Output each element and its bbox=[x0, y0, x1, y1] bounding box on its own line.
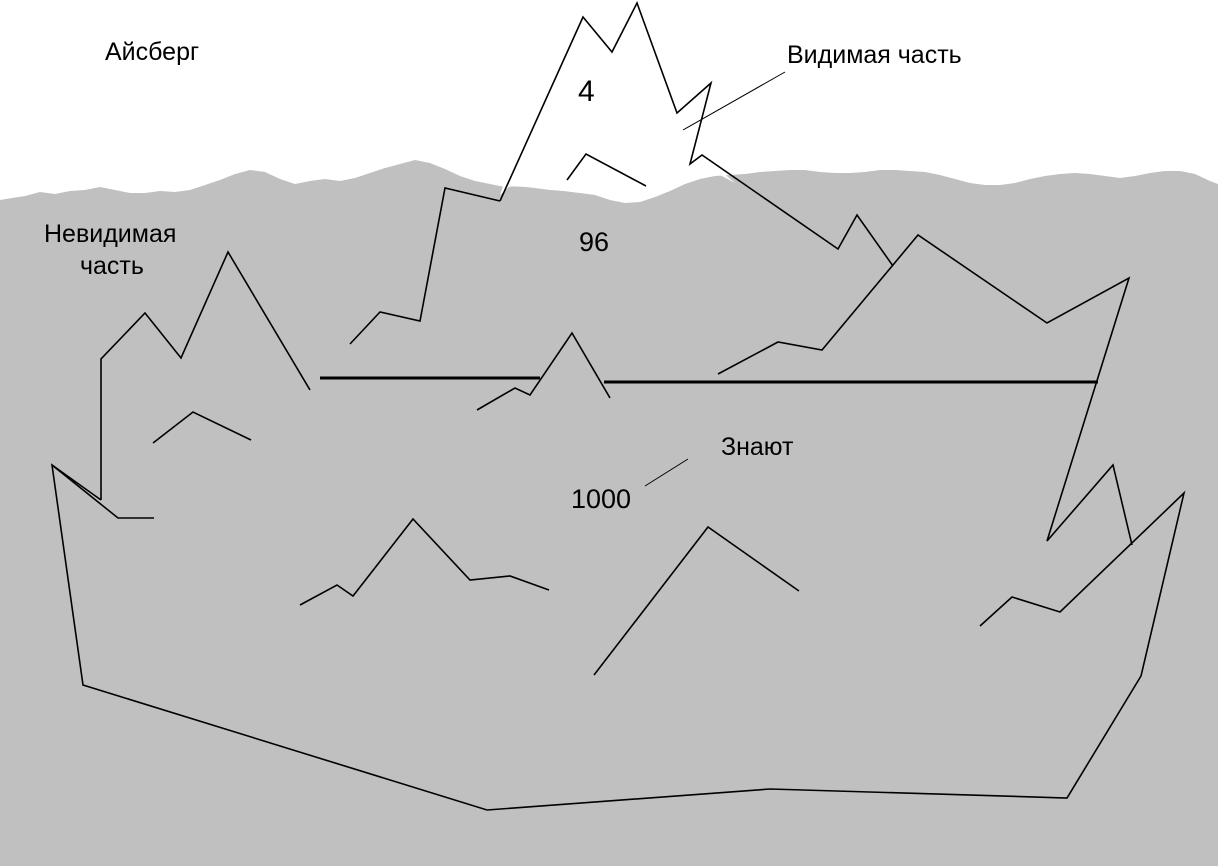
visible-part-leader bbox=[682, 71, 786, 131]
iceberg-tip bbox=[500, 3, 735, 195]
right-ridge-outline bbox=[717, 233, 1133, 546]
knowledge-divider bbox=[320, 376, 1098, 384]
left-ridge-outline bbox=[349, 187, 501, 345]
crevice-center-left bbox=[299, 517, 550, 606]
invisible-part-label-line1: Невидимая bbox=[44, 220, 176, 248]
crevice-marks bbox=[152, 152, 800, 676]
iceberg-outline bbox=[50, 0, 1186, 811]
left-shoulder-outline bbox=[100, 250, 311, 500]
know-label: Знают bbox=[721, 433, 794, 461]
diagram-title: Айсберг bbox=[105, 38, 199, 66]
crevice-center bbox=[593, 525, 800, 676]
know-leader bbox=[644, 458, 689, 487]
upper-peak-outline bbox=[499, 0, 894, 267]
crevice-left bbox=[152, 411, 252, 444]
bottom-value: 1000 bbox=[571, 484, 631, 514]
tip-value: 4 bbox=[578, 75, 595, 108]
water-line-peak-outline bbox=[476, 331, 611, 411]
visible-part-label: Видимая часть bbox=[787, 41, 962, 69]
left-foot-outline bbox=[51, 464, 154, 519]
middle-value: 96 bbox=[579, 227, 609, 257]
invisible-part-label-line2: часть bbox=[80, 252, 144, 280]
lower-body-outline bbox=[50, 463, 1186, 811]
tip-crevice bbox=[566, 152, 647, 187]
water-area bbox=[0, 160, 1218, 866]
